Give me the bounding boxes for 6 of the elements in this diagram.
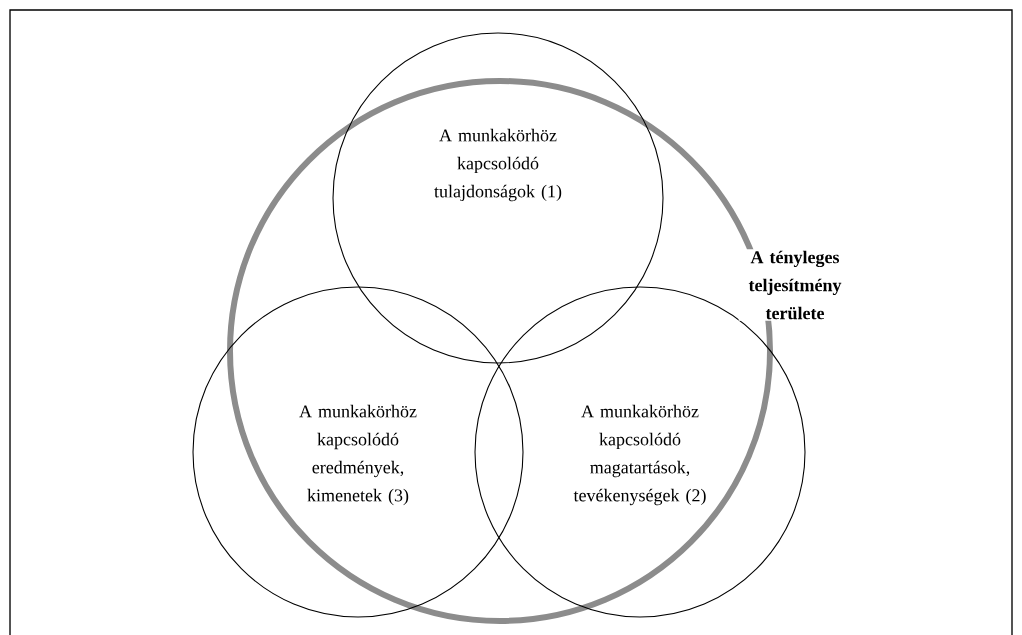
circle-label: A munkakörhöz kapcsolódó eredmények, kimenetek (3): [299, 404, 417, 506]
circle-label: A munkakörhöz kapcsolódó magatartások, tevékenységek (2): [573, 404, 706, 506]
venn-circle: [332, 32, 664, 364]
area-label: A tényleges teljesítmény területe: [738, 249, 852, 321]
venn-circle: [192, 286, 524, 618]
circle-label: A munkakörhöz kapcsolódó tulajdonságok (1): [434, 128, 562, 202]
